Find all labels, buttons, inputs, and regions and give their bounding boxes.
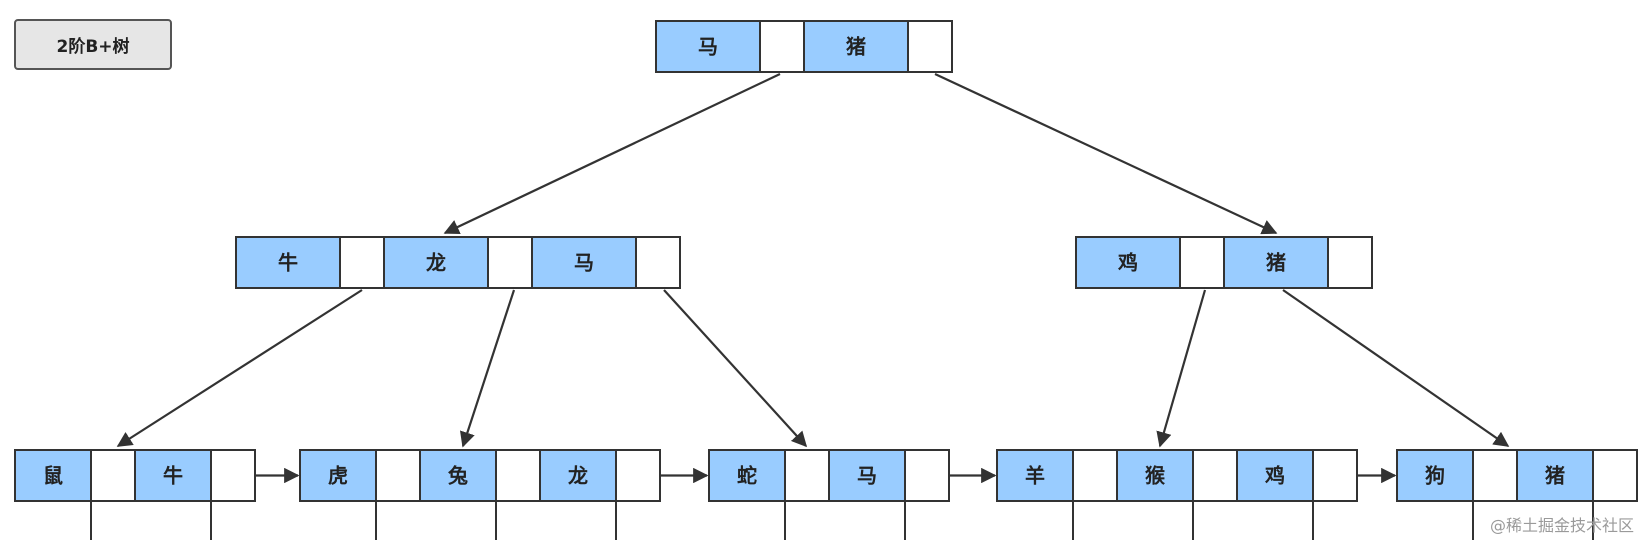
key-cell — [531, 236, 637, 289]
key-label: 鸡 — [1117, 251, 1138, 275]
key-label: 猴 — [1145, 464, 1166, 488]
pointer-cell — [1327, 236, 1373, 289]
nodes-layer: 马猪牛龙马鸡猪鼠牛虎兔龙蛇马羊猴鸡狗猪 — [14, 20, 1638, 502]
key-label: 猪 — [1545, 464, 1565, 488]
pointer-cell — [487, 236, 533, 289]
key-cell — [1236, 449, 1314, 502]
internal-left: 牛龙马 — [235, 236, 681, 289]
key-label: 羊 — [1025, 464, 1045, 488]
internal-right: 鸡猪 — [1075, 236, 1373, 289]
key-cell — [383, 236, 489, 289]
key-cell — [1075, 236, 1181, 289]
pointer-cell — [339, 236, 385, 289]
leaf-2: 虎兔龙 — [299, 449, 661, 502]
pointer-cell — [1179, 236, 1225, 289]
key-cell — [134, 449, 212, 502]
key-label: 虎 — [328, 464, 348, 488]
pointer-cell — [759, 20, 805, 73]
key-label: 牛 — [278, 251, 298, 275]
key-label: 兔 — [447, 464, 468, 488]
key-cell — [539, 449, 617, 502]
key-cell — [14, 449, 92, 502]
root-node: 马猪 — [655, 20, 953, 73]
key-cell — [419, 449, 497, 502]
key-label: 牛 — [163, 464, 183, 488]
key-label: 鸡 — [1264, 464, 1285, 488]
key-label: 鼠 — [43, 464, 63, 488]
key-label: 龙 — [568, 464, 588, 488]
key-label: 龙 — [426, 251, 446, 275]
edges-layer — [90, 73, 1594, 540]
edge-internal-left-to-leaf-1 — [116, 289, 363, 447]
key-cell — [1396, 449, 1474, 502]
edge-internal-left-to-leaf-2 — [459, 289, 516, 448]
leaf-1: 鼠牛 — [14, 449, 256, 502]
pointer-cell — [635, 236, 681, 289]
key-cell — [996, 449, 1074, 502]
pointer-cell — [495, 449, 541, 502]
pointer-cell — [1072, 449, 1118, 502]
key-cell — [708, 449, 786, 502]
key-cell — [1223, 236, 1329, 289]
pointer-cell — [907, 20, 953, 73]
edge-root-to-internal-right — [934, 73, 1278, 235]
edge-internal-right-to-leaf-5 — [1282, 289, 1510, 447]
key-label: 马 — [698, 35, 718, 59]
diagram-title: 2阶B+树 — [14, 19, 172, 70]
key-cell — [1516, 449, 1594, 502]
key-label: 猪 — [1266, 251, 1286, 275]
pointer-cell — [784, 449, 830, 502]
edge-internal-right-to-leaf-4 — [1156, 289, 1207, 448]
key-label: 马 — [574, 251, 594, 275]
key-label: 猪 — [846, 35, 866, 59]
edge-internal-left-to-leaf-3 — [663, 289, 808, 448]
pointer-cell — [210, 449, 256, 502]
pointer-cell — [375, 449, 421, 502]
pointer-cell — [90, 449, 136, 502]
leaf-4: 羊猴鸡 — [996, 449, 1358, 502]
leaf-5: 狗猪 — [1396, 449, 1638, 502]
key-cell — [803, 20, 909, 73]
pointer-cell — [1192, 449, 1238, 502]
pointer-cell — [904, 449, 950, 502]
watermark: @稀土掘金技术社区 — [1489, 516, 1634, 535]
key-cell — [299, 449, 377, 502]
key-label: 马 — [857, 464, 877, 488]
key-label: 狗 — [1425, 464, 1445, 488]
pointer-cell — [1472, 449, 1518, 502]
pointer-cell — [615, 449, 661, 502]
key-label: 蛇 — [737, 464, 757, 488]
key-cell — [235, 236, 341, 289]
edge-root-to-internal-left — [443, 73, 781, 235]
pointer-cell — [1592, 449, 1638, 502]
pointer-cell — [1312, 449, 1358, 502]
leaf-3: 蛇马 — [708, 449, 950, 502]
key-cell — [1116, 449, 1194, 502]
